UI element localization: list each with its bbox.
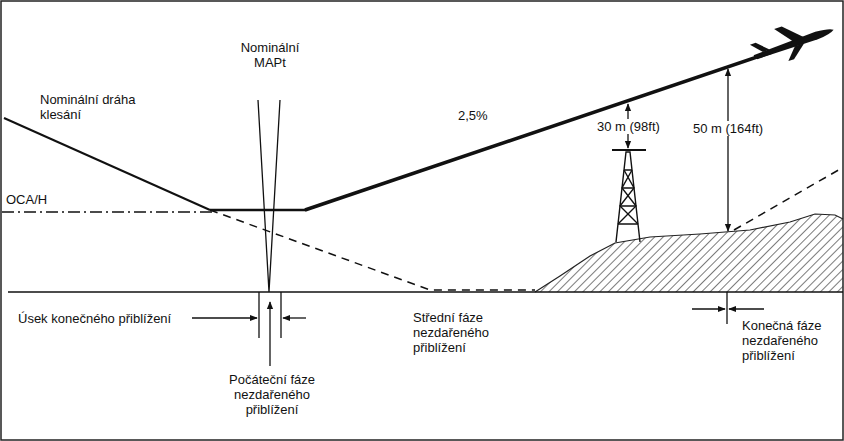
level-segment <box>210 209 306 212</box>
final-phase-surface <box>734 168 842 230</box>
diagram-label: OCA/H <box>6 192 47 207</box>
glide-path-extension <box>210 210 535 290</box>
aircraft-symbol <box>748 11 839 71</box>
diagram-label: 50 m (164ft) <box>691 121 765 136</box>
clearance-dimension <box>727 69 728 231</box>
climb-gradient-line <box>305 52 772 210</box>
mapt-cone <box>258 100 280 292</box>
mapt-tick <box>258 292 259 338</box>
diagram-label: 30 m (98ft) <box>595 119 662 134</box>
oca-line <box>2 211 212 213</box>
diagram-label: Nominální MAPt <box>234 40 306 70</box>
terrain-outline <box>535 214 843 292</box>
diagram-label: Počáteční fáze nezdařeného přiblížení <box>220 372 324 417</box>
diagram-label: Úsek konečného přiblížení <box>18 311 171 326</box>
obstacle-tower <box>612 150 646 242</box>
terrain <box>535 214 843 292</box>
diagram-label: Nominální dráha klesání <box>40 92 158 122</box>
glide-path <box>4 118 210 210</box>
segment-arrow <box>692 308 725 309</box>
diagram-label: Střední fáze nezdařeného přiblížení <box>413 310 525 355</box>
diagram-label: Konečná fáze nezdařeného přiblížení <box>742 318 838 363</box>
mapt-tick <box>280 292 281 338</box>
segment-arrow <box>283 317 306 318</box>
segment-arrow <box>729 308 764 309</box>
pointer-arrow <box>269 302 270 366</box>
phase-tick <box>726 292 727 324</box>
diagram-label: 2,5% <box>458 108 488 123</box>
segment-arrow <box>192 317 257 318</box>
ground-line <box>8 291 843 293</box>
